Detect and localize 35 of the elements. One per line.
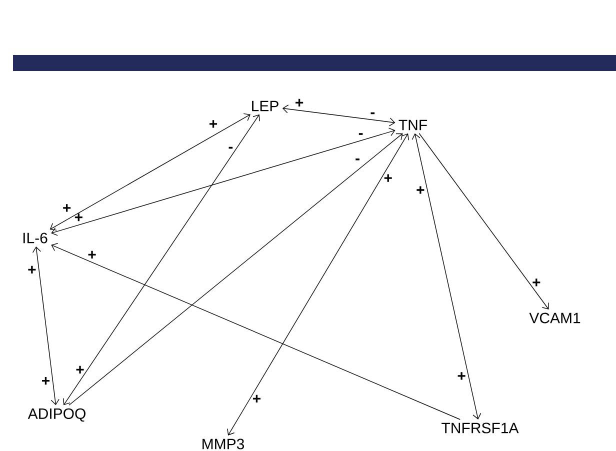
header-bar <box>13 55 616 71</box>
arrow <box>32 246 60 406</box>
gene-label: LEP <box>252 100 278 112</box>
sign-label: + <box>458 372 466 380</box>
sign-label: + <box>384 174 392 182</box>
arrow <box>51 243 460 420</box>
arrow <box>227 133 409 436</box>
sign-label: + <box>76 366 84 374</box>
sign-label: + <box>296 98 304 107</box>
gene-label: VCAM1 <box>529 312 580 324</box>
arrow <box>68 133 403 406</box>
sign-label: + <box>74 213 82 222</box>
gene-label: IL-6 <box>23 232 48 244</box>
gene-label: TNFRSF1A <box>442 422 519 434</box>
sign-label: + <box>532 278 540 286</box>
arrow <box>412 133 482 420</box>
arrow <box>51 128 396 236</box>
gene-label: MMP3 <box>202 438 244 450</box>
sign-label: - <box>370 112 375 114</box>
arrow <box>63 114 260 406</box>
sign-label: + <box>28 266 36 274</box>
gene-label: TNF <box>398 120 427 130</box>
arrow <box>418 133 550 310</box>
sign-label: - <box>228 146 233 149</box>
sign-label: + <box>88 250 96 258</box>
arrow <box>50 113 250 231</box>
sign-label: + <box>252 394 260 402</box>
gene-label: ADIPOQ <box>28 408 86 422</box>
sign-label: + <box>63 204 71 212</box>
sign-label: + <box>42 376 50 385</box>
sign-label: - <box>356 158 360 160</box>
sign-label: + <box>416 186 424 194</box>
sign-label: + <box>210 120 218 128</box>
sign-label: - <box>358 133 363 135</box>
arrow <box>282 104 396 126</box>
